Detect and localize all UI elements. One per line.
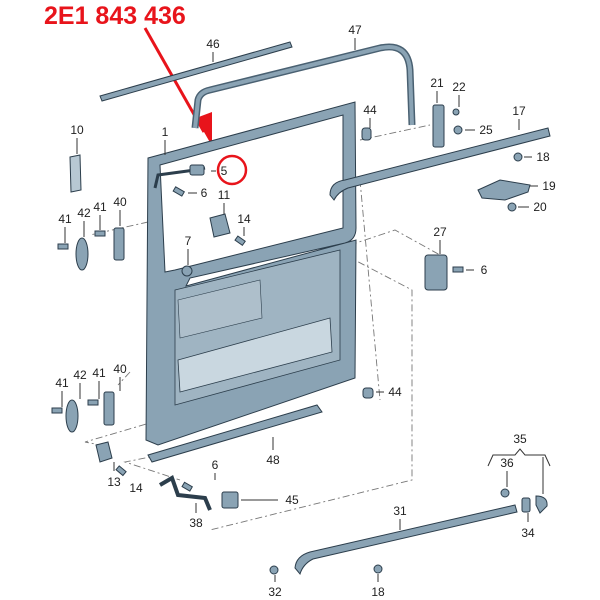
part-32-bolt[interactable] — [269, 565, 279, 575]
part-6-bolt-lock[interactable] — [452, 266, 464, 273]
label-6-top: 6 — [201, 186, 208, 200]
label-6-lock: 6 — [481, 263, 488, 277]
label-13: 13 — [107, 475, 121, 489]
label-27: 27 — [433, 225, 447, 239]
part-number-title: 2E1 843 436 — [44, 2, 186, 30]
label-14-bottom: 14 — [129, 481, 143, 495]
label-19: 19 — [542, 179, 556, 193]
part-19-guide[interactable] — [477, 179, 531, 201]
label-42-a: 42 — [77, 206, 91, 220]
part-31-lower-rail[interactable] — [294, 504, 518, 576]
label-18-top: 18 — [536, 150, 550, 164]
label-36: 36 — [500, 456, 514, 470]
part-48-sill-strip[interactable] — [147, 404, 323, 463]
part-42-plate-b[interactable] — [65, 399, 79, 433]
part-44-buffer-top[interactable] — [361, 127, 372, 141]
label-47: 47 — [348, 23, 362, 37]
part-10-cap[interactable] — [69, 154, 82, 193]
label-38: 38 — [189, 516, 203, 530]
label-41-d: 41 — [92, 366, 106, 380]
part-1-sliding-door[interactable] — [145, 101, 357, 446]
highlight-circle-5 — [216, 154, 248, 186]
part-17-upper-rail[interactable] — [329, 127, 551, 201]
label-31: 31 — [393, 504, 407, 518]
part-38-lower-roller-arm[interactable] — [158, 475, 212, 511]
part-44-buffer-bottom[interactable] — [362, 387, 374, 399]
label-44-top: 44 — [363, 103, 377, 117]
part-14-bolt-bottom[interactable] — [115, 465, 127, 477]
part-20-nut[interactable] — [507, 202, 517, 212]
label-40-b: 40 — [113, 362, 127, 376]
part-14-bolt-top[interactable] — [234, 235, 246, 247]
part-34-end-cap[interactable] — [521, 497, 531, 513]
label-44-bottom: 44 — [388, 385, 402, 399]
part-21-striker[interactable] — [432, 104, 445, 148]
part-7-buffer[interactable] — [181, 265, 193, 277]
label-20: 20 — [533, 200, 547, 214]
label-41-a: 41 — [58, 212, 72, 226]
label-6-bottom: 6 — [212, 458, 219, 472]
part-13-bracket[interactable] — [95, 441, 113, 463]
part-45-bracket[interactable] — [221, 491, 239, 509]
part-46-seal-strip[interactable] — [99, 41, 293, 102]
part-42-plate-a[interactable] — [75, 237, 89, 271]
part-11-bracket[interactable] — [209, 213, 231, 238]
part-18-nut-top[interactable] — [513, 152, 523, 162]
part-22-bolt[interactable] — [452, 108, 460, 116]
part-25-pin[interactable] — [453, 125, 463, 135]
part-41-bolt-d[interactable] — [87, 399, 99, 406]
label-21: 21 — [430, 76, 444, 90]
part-40-catch-b[interactable] — [103, 391, 115, 426]
label-10: 10 — [70, 123, 84, 137]
label-42-b: 42 — [73, 368, 87, 382]
label-41-b: 41 — [93, 200, 107, 214]
part-36-bolt[interactable] — [500, 488, 510, 498]
part-6-bolt-top[interactable] — [172, 186, 186, 197]
part-41-bolt-a[interactable] — [57, 243, 69, 250]
label-18-bottom: 18 — [371, 585, 385, 599]
label-45: 45 — [285, 493, 299, 507]
label-1: 1 — [162, 125, 169, 139]
label-11: 11 — [218, 188, 231, 202]
label-7: 7 — [185, 234, 192, 248]
label-48: 48 — [266, 453, 280, 467]
part-40-catch-a[interactable] — [113, 227, 125, 261]
part-41-bolt-c[interactable] — [51, 407, 63, 414]
label-34: 34 — [521, 526, 535, 540]
label-32: 32 — [268, 585, 282, 599]
leader-lines — [61, 38, 551, 582]
label-46: 46 — [206, 37, 220, 51]
part-6-bolt-bottom[interactable] — [181, 481, 194, 492]
part-27-lock[interactable] — [424, 254, 448, 291]
part-35-cover[interactable] — [535, 495, 548, 514]
label-17: 17 — [512, 104, 526, 118]
part-41-bolt-b[interactable] — [94, 230, 106, 237]
label-41-c: 41 — [55, 376, 69, 390]
highlight-arrow — [143, 27, 212, 146]
label-35: 35 — [513, 432, 527, 446]
part-18-nut-bottom[interactable] — [373, 564, 383, 574]
label-5: 5 — [221, 164, 228, 178]
label-14-top: 14 — [237, 212, 251, 226]
label-25: 25 — [479, 123, 493, 137]
callout-labels: 46 47 1 10 44 21 22 25 17 18 5 6 19 20 1… — [55, 23, 556, 599]
label-40-a: 40 — [113, 195, 127, 209]
label-22: 22 — [452, 80, 466, 94]
